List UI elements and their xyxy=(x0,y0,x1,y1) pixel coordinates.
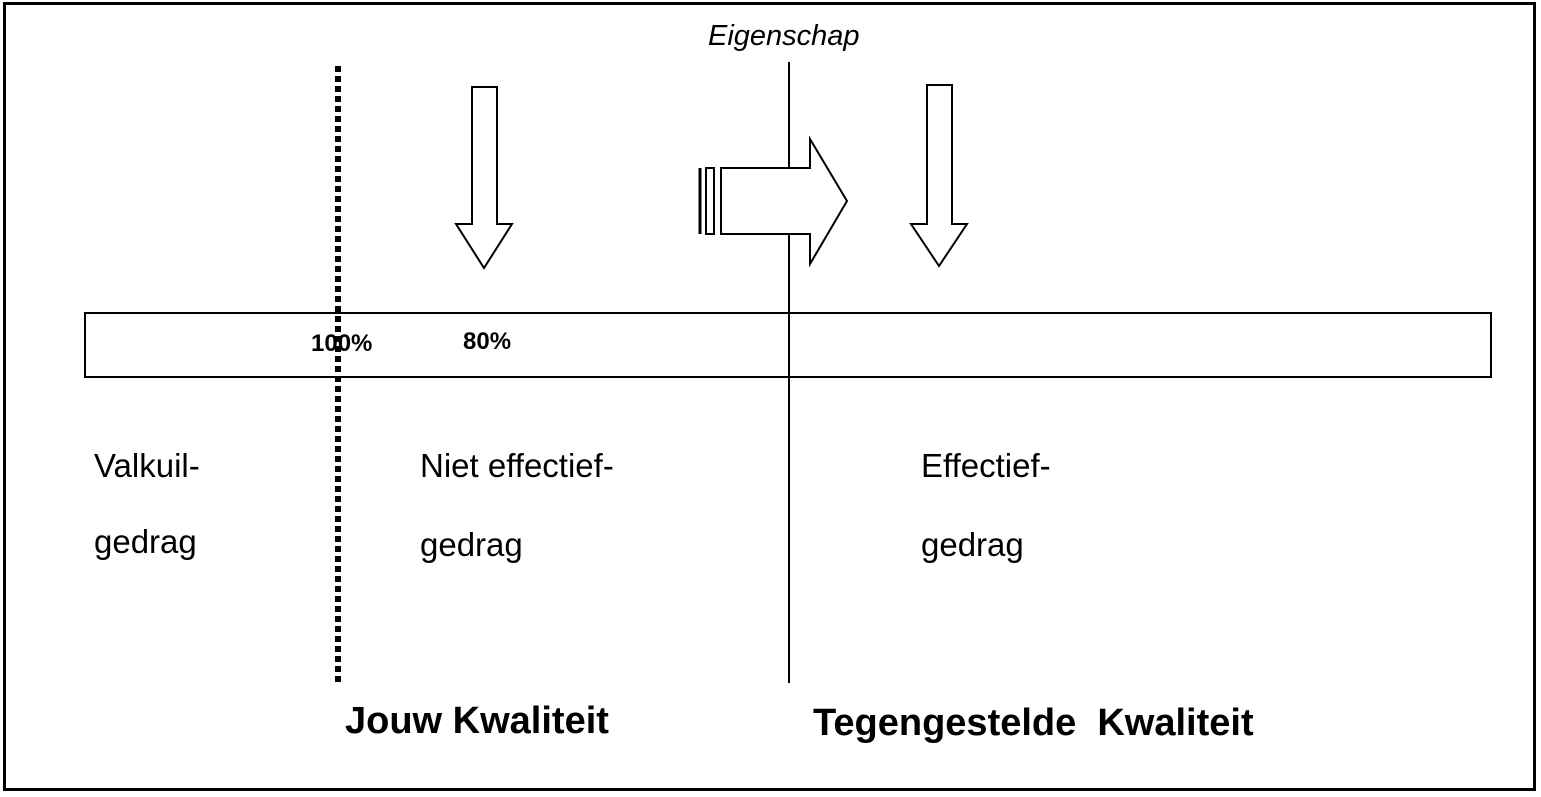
effectief-label-line2: gedrag xyxy=(921,526,1024,563)
marker-100-percent: 100% xyxy=(311,330,373,357)
down-arrow-right xyxy=(909,84,969,268)
tegengestelde-kwaliteit-heading: Tegengestelde Kwaliteit xyxy=(813,702,1254,744)
valkuil-label-line1: Valkuil- xyxy=(94,447,200,484)
eigenschap-label: Eigenschap xyxy=(708,20,860,52)
jouw-kwaliteit-heading: Jouw Kwaliteit xyxy=(345,700,609,742)
niet-effectief-label-line1: Niet effectief- xyxy=(420,447,614,484)
niet-effectief-label-line2: gedrag xyxy=(420,526,523,563)
effectief-label-line1: Effectief- xyxy=(921,447,1051,484)
marker-80-percent: 80% xyxy=(463,328,512,355)
right-arrow xyxy=(698,135,849,268)
valkuil-label-line2: gedrag xyxy=(94,523,197,560)
diagram-frame xyxy=(3,2,1536,791)
down-arrow-left xyxy=(454,86,514,270)
